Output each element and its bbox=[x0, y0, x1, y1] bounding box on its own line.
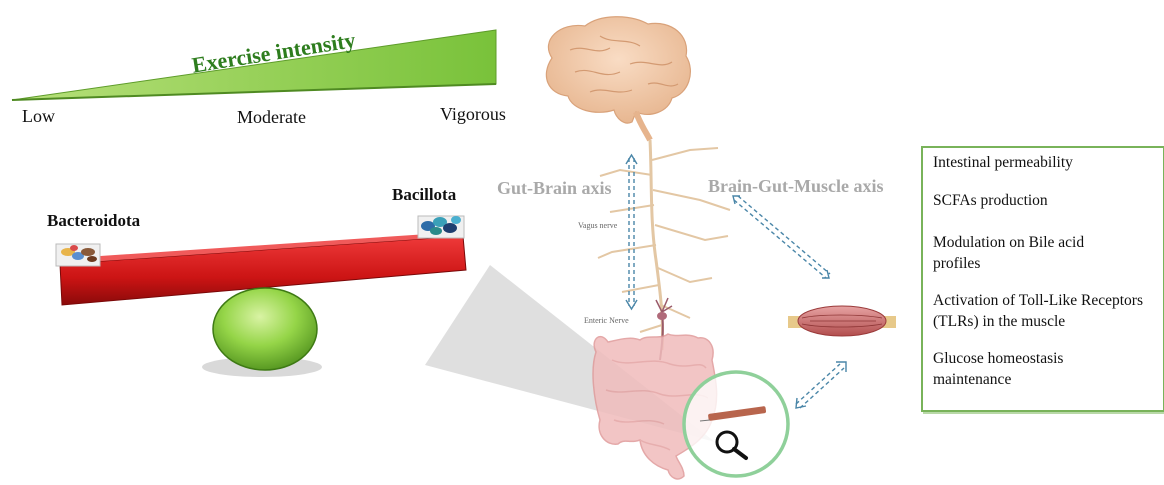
brain-icon bbox=[546, 17, 690, 140]
intensity-level-low: Low bbox=[22, 106, 55, 126]
effect-glucose-homeostasis: Glucose homeostasis maintenance bbox=[933, 348, 1133, 390]
effect-intestinal-permeability: Intestinal permeability bbox=[933, 152, 1155, 173]
fulcrum-ball bbox=[202, 288, 322, 377]
brain-gut-muscle-axis-label: Brain-Gut-Muscle axis bbox=[708, 176, 884, 196]
muscle-icon bbox=[788, 306, 896, 336]
gut-brain-axis-label: Gut-Brain axis bbox=[497, 178, 612, 198]
enteric-nerve-label: Enteric Nerve bbox=[584, 316, 629, 325]
effects-panel: Intestinal permeability SCFAs production… bbox=[921, 146, 1164, 412]
bacteroidota-label: Bacteroidota bbox=[47, 211, 141, 230]
gut-brain-arrow bbox=[626, 155, 637, 309]
bacteria-cluster-icon bbox=[56, 244, 100, 266]
gut-muscle-arrow bbox=[796, 362, 846, 408]
effect-tlr-activation: Activation of Toll-Like Receptors (TLRs)… bbox=[933, 290, 1164, 332]
bacteria-cluster-icon bbox=[418, 216, 464, 238]
brain-muscle-arrow bbox=[733, 196, 830, 278]
vagus-nerve-label: Vagus nerve bbox=[578, 221, 618, 230]
effect-scfas-production: SCFAs production bbox=[933, 190, 1155, 211]
bacillota-label: Bacillota bbox=[392, 185, 457, 204]
magnifier-circle bbox=[684, 372, 788, 476]
effect-bile-acid-modulation: Modulation on Bile acid profiles bbox=[933, 232, 1133, 274]
intensity-level-moderate: Moderate bbox=[237, 107, 306, 127]
intensity-level-vigorous: Vigorous bbox=[440, 104, 506, 124]
